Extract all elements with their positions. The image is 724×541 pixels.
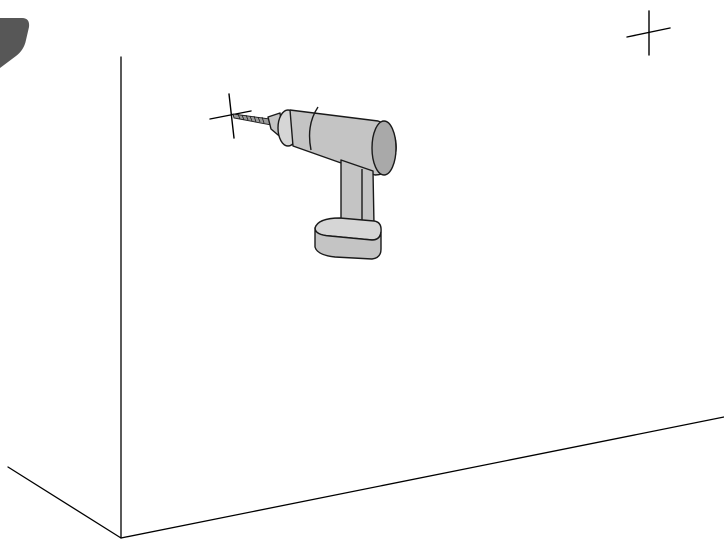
crosshair-icon-left xyxy=(209,93,252,139)
drill-battery xyxy=(314,227,382,260)
drill-rear-cap xyxy=(371,120,397,176)
step-tab-icon xyxy=(0,18,30,68)
cordless-drill-icon xyxy=(232,106,397,260)
drill-bit-flutes xyxy=(237,113,265,124)
crosshair-icon-right xyxy=(626,10,671,56)
wall-floor-edge-left xyxy=(7,466,122,539)
drill-body-ring xyxy=(308,106,319,151)
drill-handle xyxy=(340,159,375,226)
wall-outline xyxy=(7,56,724,539)
wall-floor-edge-right xyxy=(120,416,724,539)
